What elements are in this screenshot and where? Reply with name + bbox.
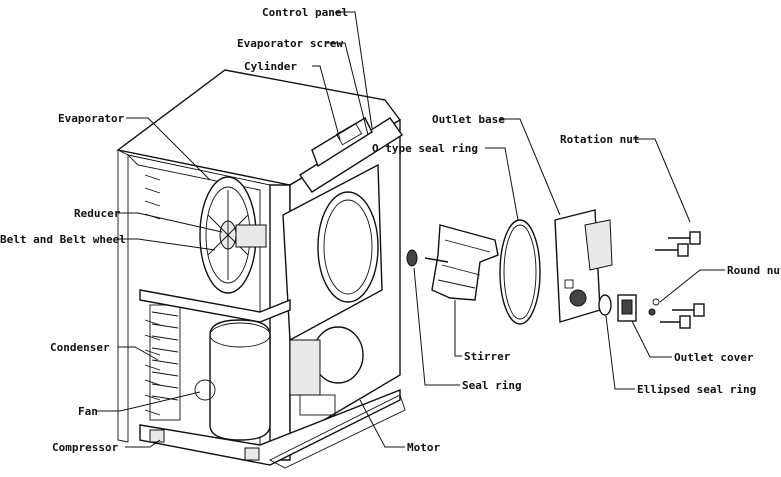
label-motor: Motor bbox=[407, 441, 441, 454]
label-belt-and-belt-wheel: Belt and Belt wheel bbox=[0, 233, 126, 246]
label-outlet-base: Outlet base bbox=[432, 113, 505, 126]
leader-lines bbox=[96, 11, 725, 448]
label-cylinder: Cylinder bbox=[244, 60, 297, 73]
label-compressor: Compressor bbox=[52, 441, 119, 454]
label-o-type-seal-ring: O type seal ring bbox=[372, 142, 478, 155]
label-condenser: Condenser bbox=[50, 341, 110, 354]
label-evaporator-screw: Evaporator screw bbox=[237, 37, 343, 50]
label-reducer: Reducer bbox=[74, 207, 121, 220]
label-seal-ring: Seal ring bbox=[462, 379, 522, 392]
label-outlet-cover: Outlet cover bbox=[674, 351, 754, 364]
label-rotation-nut: Rotation nut bbox=[560, 133, 640, 146]
label-round-nut: Round nut bbox=[727, 264, 781, 277]
label-stirrer: Stirrer bbox=[464, 350, 511, 363]
label-ellipsed-seal-ring: Ellipsed seal ring bbox=[637, 383, 757, 396]
label-fan: Fan bbox=[78, 405, 98, 418]
label-evaporator: Evaporator bbox=[58, 112, 125, 125]
label-control-panel: Control panel bbox=[262, 6, 349, 19]
machine-body bbox=[116, 69, 406, 469]
exploded-parts bbox=[406, 209, 705, 329]
